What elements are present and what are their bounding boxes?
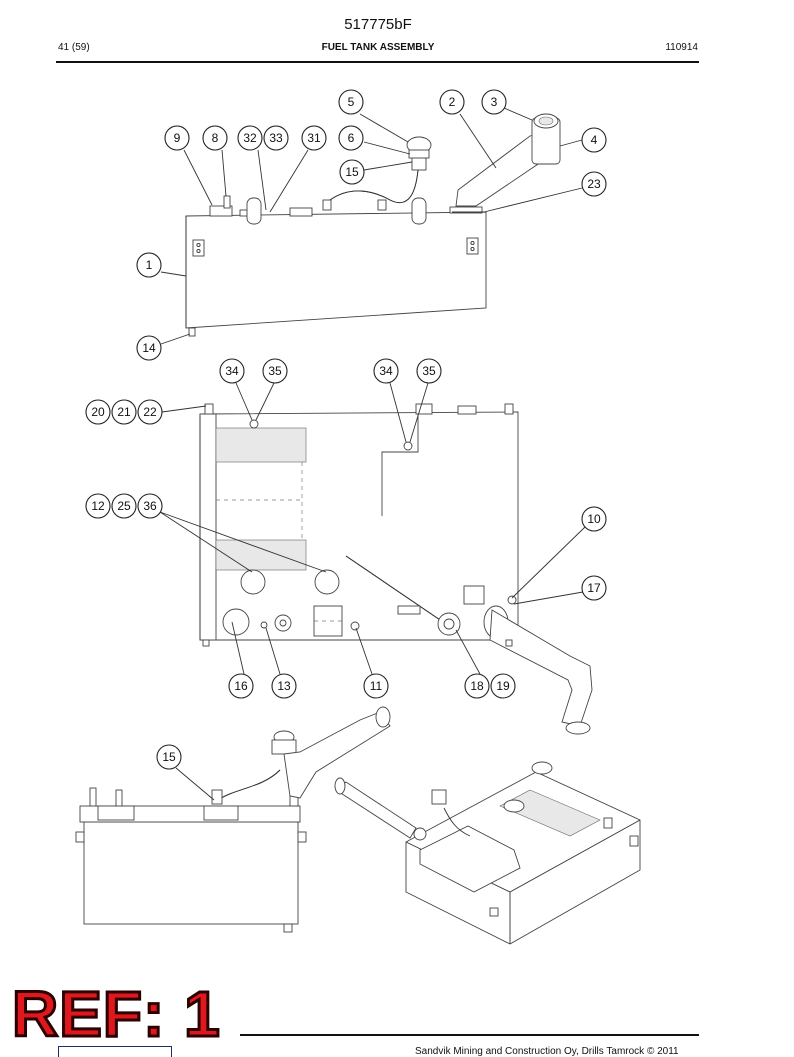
svg-text:36: 36 bbox=[143, 499, 157, 513]
svg-text:34: 34 bbox=[379, 364, 393, 378]
page-title: FUEL TANK ASSEMBLY bbox=[321, 42, 435, 53]
callout-8: 8 bbox=[202, 125, 228, 151]
svg-text:15: 15 bbox=[162, 750, 176, 764]
svg-text:23: 23 bbox=[587, 177, 601, 191]
svg-text:15: 15 bbox=[345, 165, 359, 179]
callout-15-bottom: 15 bbox=[156, 744, 182, 770]
svg-text:35: 35 bbox=[422, 364, 436, 378]
svg-text:20: 20 bbox=[91, 405, 105, 419]
callouts: 1 2 3 4 5 6 8 9 10 11 12 13 14 15 15 16 … bbox=[85, 89, 607, 770]
callout-36: 36 bbox=[137, 493, 163, 519]
callout-1: 1 bbox=[136, 252, 162, 278]
callout-21: 21 bbox=[111, 399, 137, 425]
page-number: 41 (59) bbox=[58, 42, 90, 53]
footer-copyright: Sandvik Mining and Construction Oy, Dril… bbox=[415, 1046, 679, 1057]
callout-33: 33 bbox=[263, 125, 289, 151]
tank-iso-view bbox=[334, 761, 641, 945]
svg-text:19: 19 bbox=[496, 679, 510, 693]
callout-2: 2 bbox=[439, 89, 465, 115]
callout-34-right: 34 bbox=[373, 358, 399, 384]
footer-rule bbox=[240, 1034, 699, 1036]
svg-text:3: 3 bbox=[491, 95, 498, 109]
svg-text:5: 5 bbox=[348, 95, 355, 109]
svg-text:2: 2 bbox=[449, 95, 456, 109]
svg-text:10: 10 bbox=[587, 512, 601, 526]
callout-5: 5 bbox=[338, 89, 364, 115]
svg-text:4: 4 bbox=[591, 133, 598, 147]
callout-13: 13 bbox=[271, 673, 297, 699]
svg-text:13: 13 bbox=[277, 679, 291, 693]
callout-17: 17 bbox=[581, 575, 607, 601]
tank-side-view bbox=[185, 113, 561, 337]
svg-text:16: 16 bbox=[234, 679, 248, 693]
svg-text:21: 21 bbox=[117, 405, 131, 419]
svg-text:11: 11 bbox=[370, 679, 383, 693]
callout-35-right: 35 bbox=[416, 358, 442, 384]
svg-text:32: 32 bbox=[243, 131, 257, 145]
svg-text:17: 17 bbox=[587, 581, 601, 595]
svg-text:14: 14 bbox=[142, 341, 156, 355]
svg-text:22: 22 bbox=[143, 405, 157, 419]
callout-12: 12 bbox=[85, 493, 111, 519]
callout-18: 18 bbox=[464, 673, 490, 699]
tank-front-view bbox=[75, 706, 391, 933]
svg-text:1: 1 bbox=[146, 258, 153, 272]
callout-11: 11 bbox=[363, 673, 389, 699]
callout-23: 23 bbox=[581, 171, 607, 197]
date-code: 110914 bbox=[665, 42, 698, 53]
svg-text:25: 25 bbox=[117, 499, 131, 513]
callout-10: 10 bbox=[581, 506, 607, 532]
callout-22: 22 bbox=[137, 399, 163, 425]
svg-text:8: 8 bbox=[212, 131, 219, 145]
svg-text:33: 33 bbox=[269, 131, 283, 145]
callout-9: 9 bbox=[164, 125, 190, 151]
svg-text:31: 31 bbox=[307, 131, 321, 145]
svg-text:12: 12 bbox=[91, 499, 105, 513]
svg-text:9: 9 bbox=[174, 131, 181, 145]
callout-15-top: 15 bbox=[339, 159, 365, 185]
leader-lines bbox=[159, 107, 586, 801]
document-id: 517775bF bbox=[344, 16, 412, 33]
callout-16: 16 bbox=[228, 673, 254, 699]
callout-31: 31 bbox=[301, 125, 327, 151]
tank-plan-view bbox=[199, 403, 593, 735]
callout-6: 6 bbox=[338, 125, 364, 151]
svg-text:18: 18 bbox=[470, 679, 484, 693]
callout-20: 20 bbox=[85, 399, 111, 425]
brand-logo bbox=[58, 1046, 172, 1057]
callout-35-left: 35 bbox=[262, 358, 288, 384]
svg-text:6: 6 bbox=[348, 131, 355, 145]
callout-25: 25 bbox=[111, 493, 137, 519]
ref-stamp: REF: 1 bbox=[11, 978, 222, 1050]
svg-text:35: 35 bbox=[268, 364, 282, 378]
callout-19: 19 bbox=[490, 673, 516, 699]
header-rule bbox=[56, 61, 699, 63]
callout-14: 14 bbox=[136, 335, 162, 361]
callout-34-left: 34 bbox=[219, 358, 245, 384]
callout-3: 3 bbox=[481, 89, 507, 115]
callout-4: 4 bbox=[581, 127, 607, 153]
callout-32: 32 bbox=[237, 125, 263, 151]
svg-text:34: 34 bbox=[225, 364, 239, 378]
